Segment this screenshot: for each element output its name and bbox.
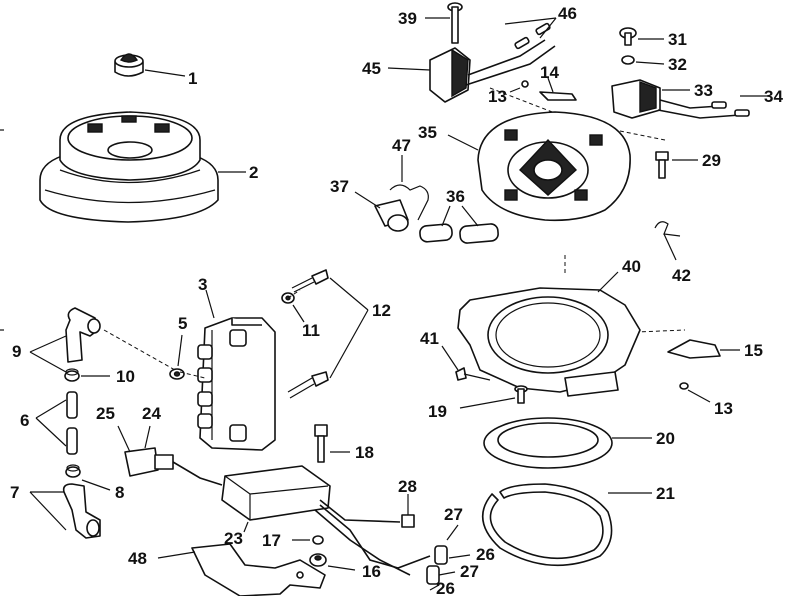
callout-41: 41	[420, 329, 439, 348]
callout-28: 28	[398, 477, 417, 496]
screw-39	[425, 2, 463, 44]
screw-29	[655, 151, 698, 179]
callout-48: 48	[128, 549, 147, 568]
callout-7: 7	[10, 483, 20, 502]
bracket-48	[157, 543, 326, 596]
callout-39: 39	[398, 9, 417, 28]
callout-16: 16	[362, 562, 381, 581]
spark-plug-lead-6	[66, 391, 78, 455]
callout-42: 42	[672, 266, 691, 285]
callout-27-lower: 27	[460, 562, 479, 581]
spring-clip-47	[389, 155, 429, 221]
power-pack	[197, 289, 276, 451]
retaining-ring-21	[481, 483, 652, 567]
coil-45	[387, 39, 556, 103]
clip-14	[539, 77, 577, 101]
bolt-18	[314, 424, 350, 463]
callout-6: 6	[20, 411, 30, 430]
callout-1: 1	[188, 69, 198, 88]
callout-13-upper: 13	[488, 87, 507, 106]
callout-34: 34	[764, 87, 783, 106]
callout-37: 37	[330, 177, 349, 196]
spring-10	[64, 368, 110, 382]
screw-13-lower	[679, 382, 711, 403]
ignition-coil-24	[117, 425, 223, 486]
callout-10: 10	[116, 367, 135, 386]
clip-42	[654, 221, 681, 261]
spacer-17	[292, 535, 324, 545]
callout-26-lower: 26	[436, 579, 455, 598]
callout-25: 25	[96, 404, 115, 423]
callout-46: 46	[558, 4, 577, 23]
retainer-plate-40	[457, 271, 641, 397]
callout-40: 40	[622, 257, 641, 276]
flywheel-nut	[114, 53, 186, 77]
charge-coil-33	[611, 79, 741, 119]
callout-12: 12	[372, 301, 391, 320]
screw-41	[441, 345, 491, 381]
nut-16	[309, 553, 356, 571]
callout-32: 32	[668, 55, 687, 74]
terminal-28	[401, 494, 415, 528]
screw-12-lower	[287, 371, 329, 399]
grommet-37	[354, 191, 409, 232]
callout-17: 17	[262, 531, 281, 550]
terminals-46	[504, 17, 557, 50]
screw-19	[459, 385, 528, 409]
terminals-34	[711, 95, 768, 117]
callout-15: 15	[744, 341, 763, 360]
callout-19: 19	[428, 402, 447, 421]
washer-32	[621, 55, 665, 65]
callout-8: 8	[115, 483, 125, 502]
callout-21: 21	[656, 484, 675, 503]
callout-33: 33	[694, 81, 713, 100]
callout-5: 5	[178, 314, 188, 333]
spark-plug-boot-7	[62, 483, 101, 539]
callout-31: 31	[668, 30, 687, 49]
callout-14: 14	[540, 63, 559, 82]
callout-18: 18	[355, 443, 374, 462]
washer-5	[169, 334, 185, 380]
washer-11	[281, 292, 305, 323]
callout-35: 35	[418, 123, 437, 142]
ring-20	[483, 417, 652, 469]
screw-31	[619, 27, 664, 46]
screw-13-upper	[509, 80, 529, 93]
spring-8	[65, 464, 111, 491]
screw-12-upper	[291, 269, 329, 293]
callout-29: 29	[702, 151, 721, 170]
timer-base-35	[447, 111, 631, 222]
callout-23: 23	[224, 529, 243, 548]
sleeve-36	[419, 205, 499, 244]
sensor-module-23	[221, 465, 431, 576]
callout-47: 47	[392, 136, 411, 155]
flywheel	[39, 111, 246, 223]
callout-11: 11	[302, 321, 320, 340]
callout-20: 20	[656, 429, 675, 448]
callout-26-upper: 26	[476, 545, 495, 564]
callout-45: 45	[362, 59, 381, 78]
callout-9: 9	[12, 342, 22, 361]
callout-36: 36	[446, 187, 465, 206]
spark-plug-boot-9	[65, 307, 101, 363]
connector-27-26	[426, 524, 471, 591]
callout-3: 3	[198, 275, 208, 294]
callout-2: 2	[249, 163, 259, 182]
callout-13-lower: 13	[714, 399, 733, 418]
bracket-15	[667, 339, 740, 359]
callout-24: 24	[142, 404, 161, 423]
callout-27-upper: 27	[444, 505, 463, 524]
